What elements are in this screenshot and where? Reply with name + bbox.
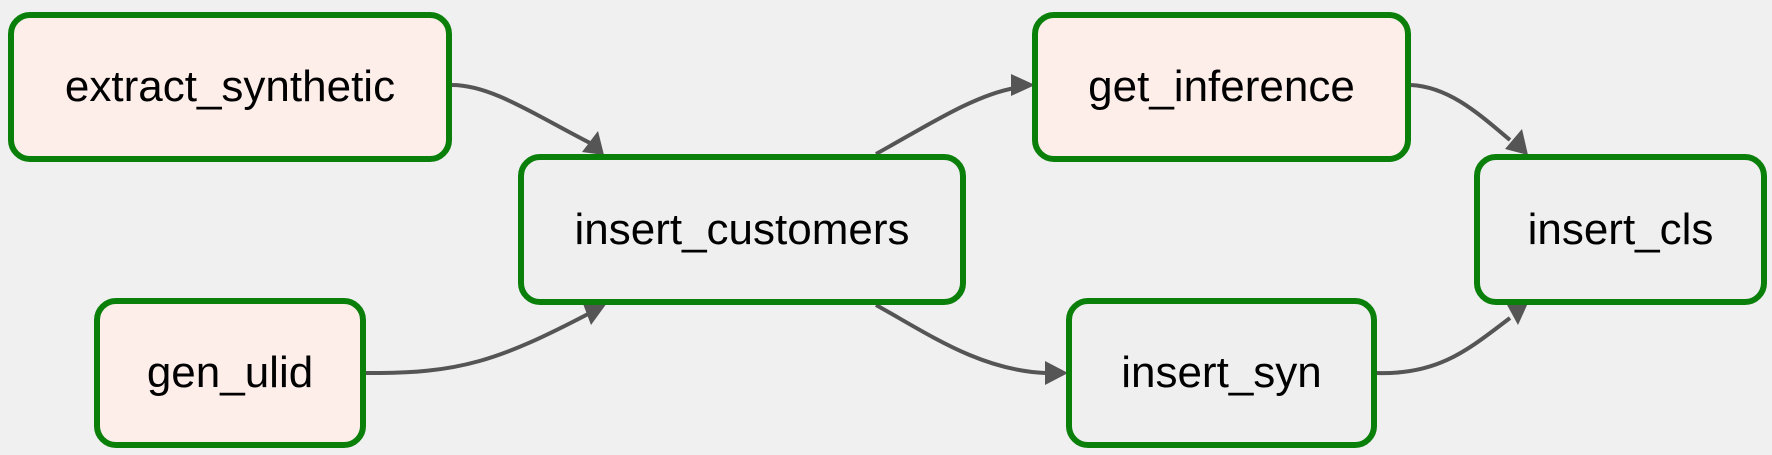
- node-insert-customers[interactable]: insert_customers: [518, 154, 966, 305]
- node-label: get_inference: [1088, 62, 1355, 111]
- node-label: gen_ulid: [146, 348, 314, 397]
- edge-insert-syn-to-insert-cls: [1376, 303, 1528, 376]
- node-gen-ulid[interactable]: gen_ulid: [94, 298, 366, 448]
- node-get-inference[interactable]: get_inference: [1032, 12, 1411, 162]
- node-label: insert_cls: [1527, 204, 1714, 254]
- node-extract-synthetic[interactable]: extract_synthetic: [8, 12, 452, 162]
- edge-extract-synthetic-to-insert-customers: [451, 83, 604, 155]
- edge-get-inference-to-insert-cls: [1410, 83, 1528, 155]
- node-label: insert_customers: [574, 204, 910, 254]
- edge-insert-customers-to-get-inference: [875, 74, 1035, 156]
- node-label: extract_synthetic: [64, 62, 396, 111]
- node-insert-syn[interactable]: insert_syn: [1066, 298, 1377, 448]
- edge-gen-ulid-to-insert-customers: [365, 301, 607, 376]
- node-label: insert_syn: [1121, 348, 1322, 397]
- edge-insert-customers-to-insert-syn: [875, 303, 1068, 385]
- node-insert-cls[interactable]: insert_cls: [1474, 154, 1767, 305]
